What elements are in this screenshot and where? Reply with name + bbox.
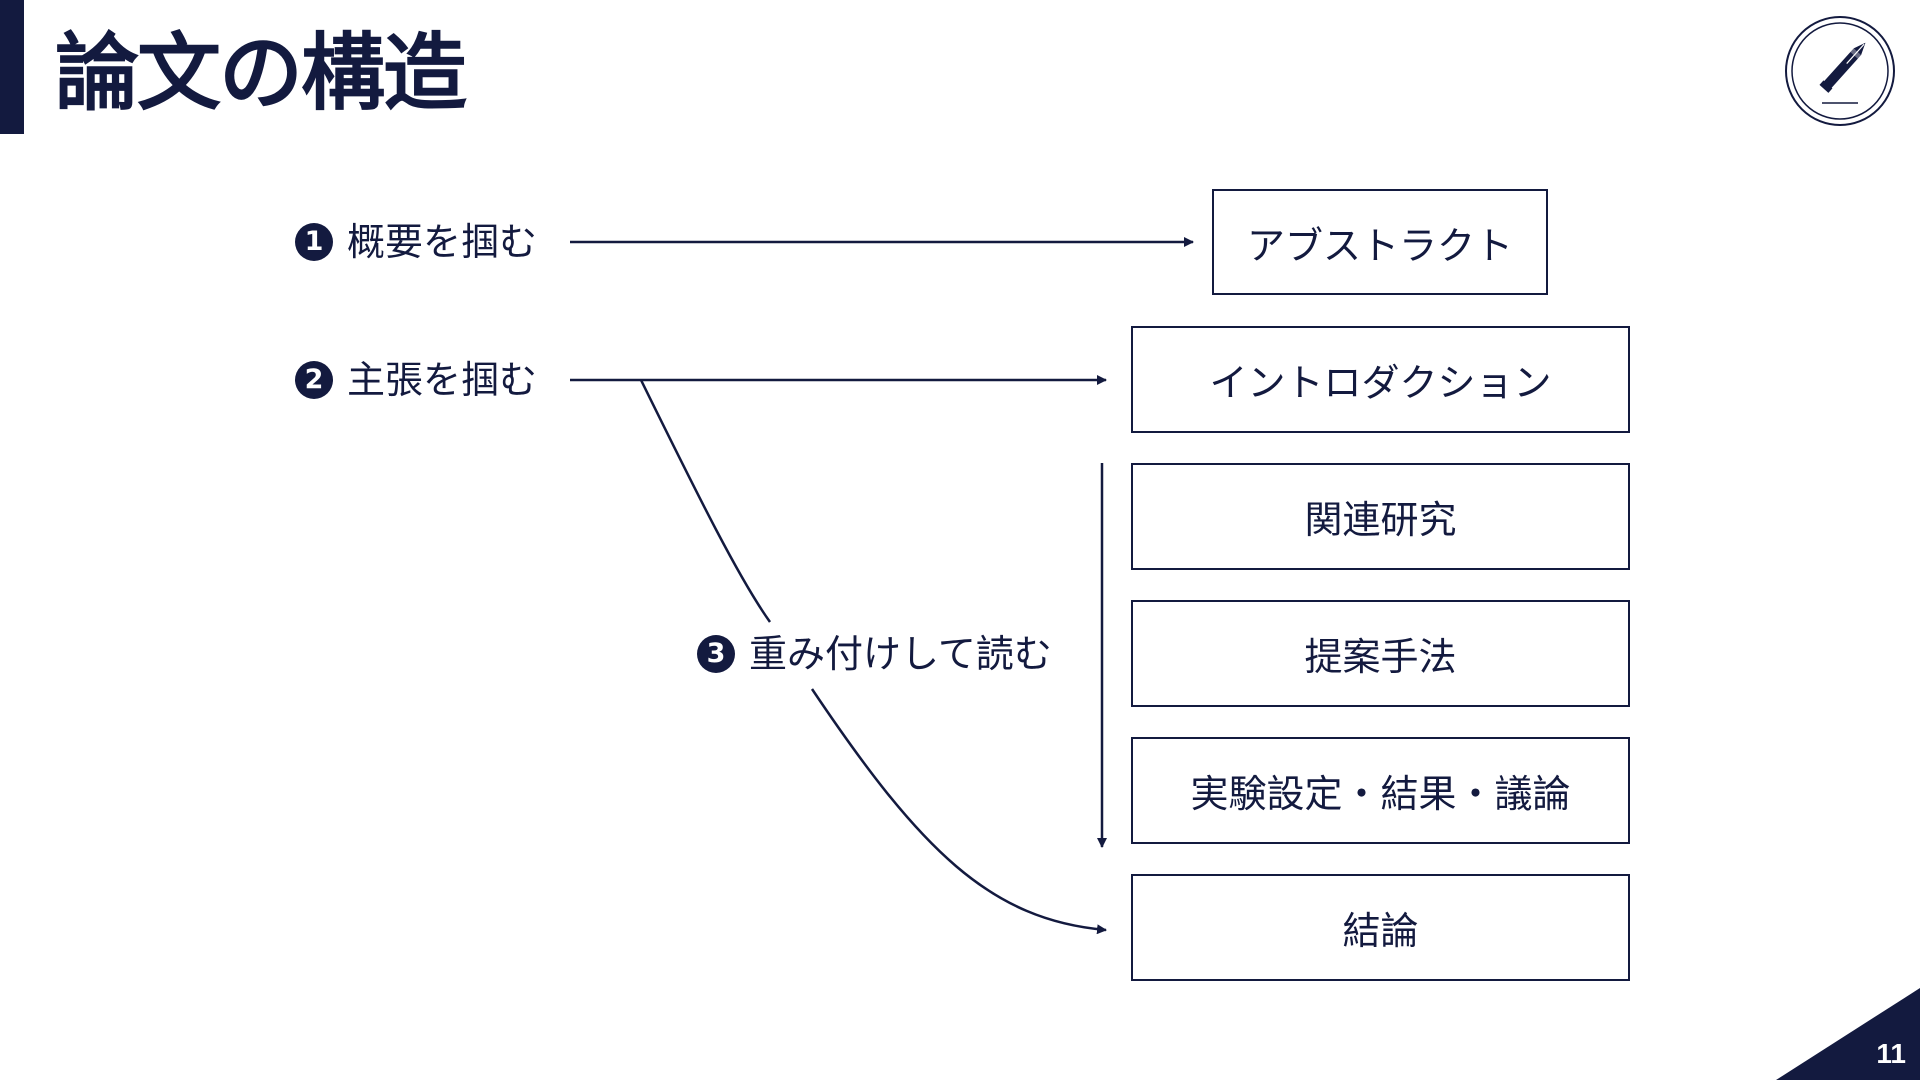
section-label: 提案手法 bbox=[1304, 635, 1457, 679]
fountain-pen-icon bbox=[1785, 16, 1895, 126]
section-label: アブストラクト bbox=[1246, 223, 1513, 268]
step-label: 重み付けして読む bbox=[749, 632, 1052, 676]
section-box-abstract: アブストラクト bbox=[1212, 189, 1548, 295]
section-box-proposed-method: 提案手法 bbox=[1131, 600, 1630, 707]
title-accent-bar bbox=[0, 0, 24, 134]
step-number-badge: 2 bbox=[295, 361, 333, 399]
page-title: 論文の構造 bbox=[55, 24, 467, 122]
step-number-badge: 1 bbox=[295, 223, 333, 261]
step-2: 2 主張を掴む bbox=[295, 356, 537, 404]
step-3: 3 重み付けして読む bbox=[697, 630, 1052, 678]
section-box-introduction: イントロダクション bbox=[1131, 326, 1630, 433]
section-label: 結論 bbox=[1342, 909, 1419, 953]
step-label: 主張を掴む bbox=[347, 358, 538, 402]
section-box-related-work: 関連研究 bbox=[1131, 463, 1630, 570]
step-label: 概要を掴む bbox=[347, 220, 538, 264]
step-1: 1 概要を掴む bbox=[295, 218, 537, 266]
section-box-experiments: 実験設定・結果・議論 bbox=[1131, 737, 1630, 844]
page-number: 11 bbox=[1876, 1038, 1906, 1069]
section-label: イントロダクション bbox=[1209, 361, 1552, 405]
section-label: 実験設定・結果・議論 bbox=[1190, 772, 1571, 816]
section-box-conclusion: 結論 bbox=[1131, 874, 1630, 981]
section-label: 関連研究 bbox=[1304, 498, 1457, 542]
step-number-badge: 3 bbox=[697, 635, 735, 673]
